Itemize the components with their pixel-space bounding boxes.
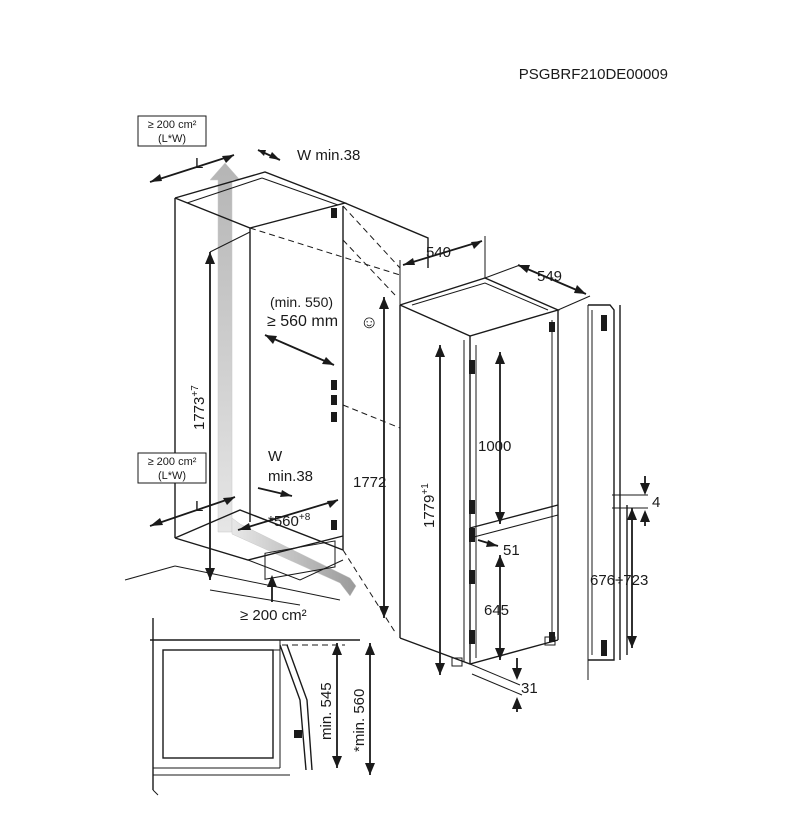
- dim-door-range-label: 676÷723: [590, 572, 648, 589]
- dim-gap-51: 51: [477, 539, 520, 559]
- airflow-arrows: [209, 162, 357, 597]
- dim-width-560: *560+8: [237, 499, 339, 531]
- dim-appliance-height: 1779+1: [420, 345, 445, 675]
- dim-min-545-label: min. 545: [318, 682, 335, 740]
- bottom-vent-area: ≥ 200 cm²: [148, 456, 197, 468]
- dim-gap-4-label: 4: [652, 494, 660, 511]
- appliance: [399, 277, 561, 667]
- dim-plinth-vent-label: ≥ 200 cm²: [240, 607, 307, 624]
- dim-freezer-645-label: 645: [484, 602, 509, 619]
- dim-width-549: 549: [484, 264, 591, 311]
- dim-W-bottom-2: min.38: [268, 468, 313, 485]
- dim-door-height-label: 1772: [353, 474, 386, 491]
- dim-min-545: min. 545: [318, 643, 342, 768]
- dim-width-560-label: *560+8: [268, 512, 311, 530]
- dim-L-bottom: L: [149, 496, 236, 527]
- dim-niche-height-label: 1773+7: [190, 385, 208, 430]
- dim-W-top: W min.38: [257, 147, 360, 164]
- door-profile: [587, 304, 648, 680]
- dim-plinth-vent: ≥ 200 cm²: [240, 575, 307, 624]
- dim-foot-31-label: 31: [521, 680, 538, 697]
- dim-door-height: 1772: [353, 297, 389, 618]
- dim-depth-min-1: (min. 550): [270, 294, 333, 310]
- dim-min-560: *min. 560: [351, 643, 375, 775]
- dim-freezer-645: 645: [484, 555, 509, 660]
- dim-L-bottom-label: L: [195, 498, 203, 515]
- bottom-vent-box: ≥ 200 cm² (L*W): [137, 452, 207, 484]
- product-code: PSGBRF210DE00009: [519, 66, 668, 83]
- dim-L-top-label: L: [195, 155, 203, 172]
- dim-appliance-height-label: 1779+1: [420, 483, 438, 528]
- dim-W-bottom-1: W: [268, 448, 283, 465]
- dim-W-top-label: W min.38: [297, 147, 360, 164]
- dim-width-549-label: 549: [537, 268, 562, 285]
- dim-foot-31: 31: [469, 658, 538, 712]
- top-vent-formula: (L*W): [158, 133, 186, 145]
- top-vent-area: ≥ 200 cm²: [148, 119, 197, 131]
- dim-depth-540-label: 540: [426, 244, 451, 261]
- dim-niche-height: 1773+7: [190, 231, 251, 580]
- dim-door-range: 676÷723: [590, 508, 648, 648]
- dim-depth-540: 540: [399, 236, 486, 305]
- dim-depth-min-2: ≥ 560 mm: [267, 313, 338, 330]
- section-detail: [150, 618, 360, 796]
- dim-depth-min: (min. 550) ≥ 560 mm ☺: [264, 294, 378, 366]
- cabinet-niche: [124, 171, 429, 633]
- dim-W-bottom: W min.38: [257, 448, 313, 497]
- dim-fridge-1000-label: 1000: [478, 438, 511, 455]
- dim-gap-4: 4: [640, 476, 660, 526]
- top-vent-box: ≥ 200 cm² (L*W): [137, 115, 207, 147]
- dim-L-top: L: [149, 154, 235, 183]
- dim-min-560-label: *min. 560: [351, 689, 368, 752]
- dim-fridge-1000: 1000: [478, 352, 511, 524]
- smiley-icon: ☺: [360, 312, 378, 332]
- bottom-vent-formula: (L*W): [158, 470, 186, 482]
- dim-gap-51-label: 51: [503, 542, 520, 559]
